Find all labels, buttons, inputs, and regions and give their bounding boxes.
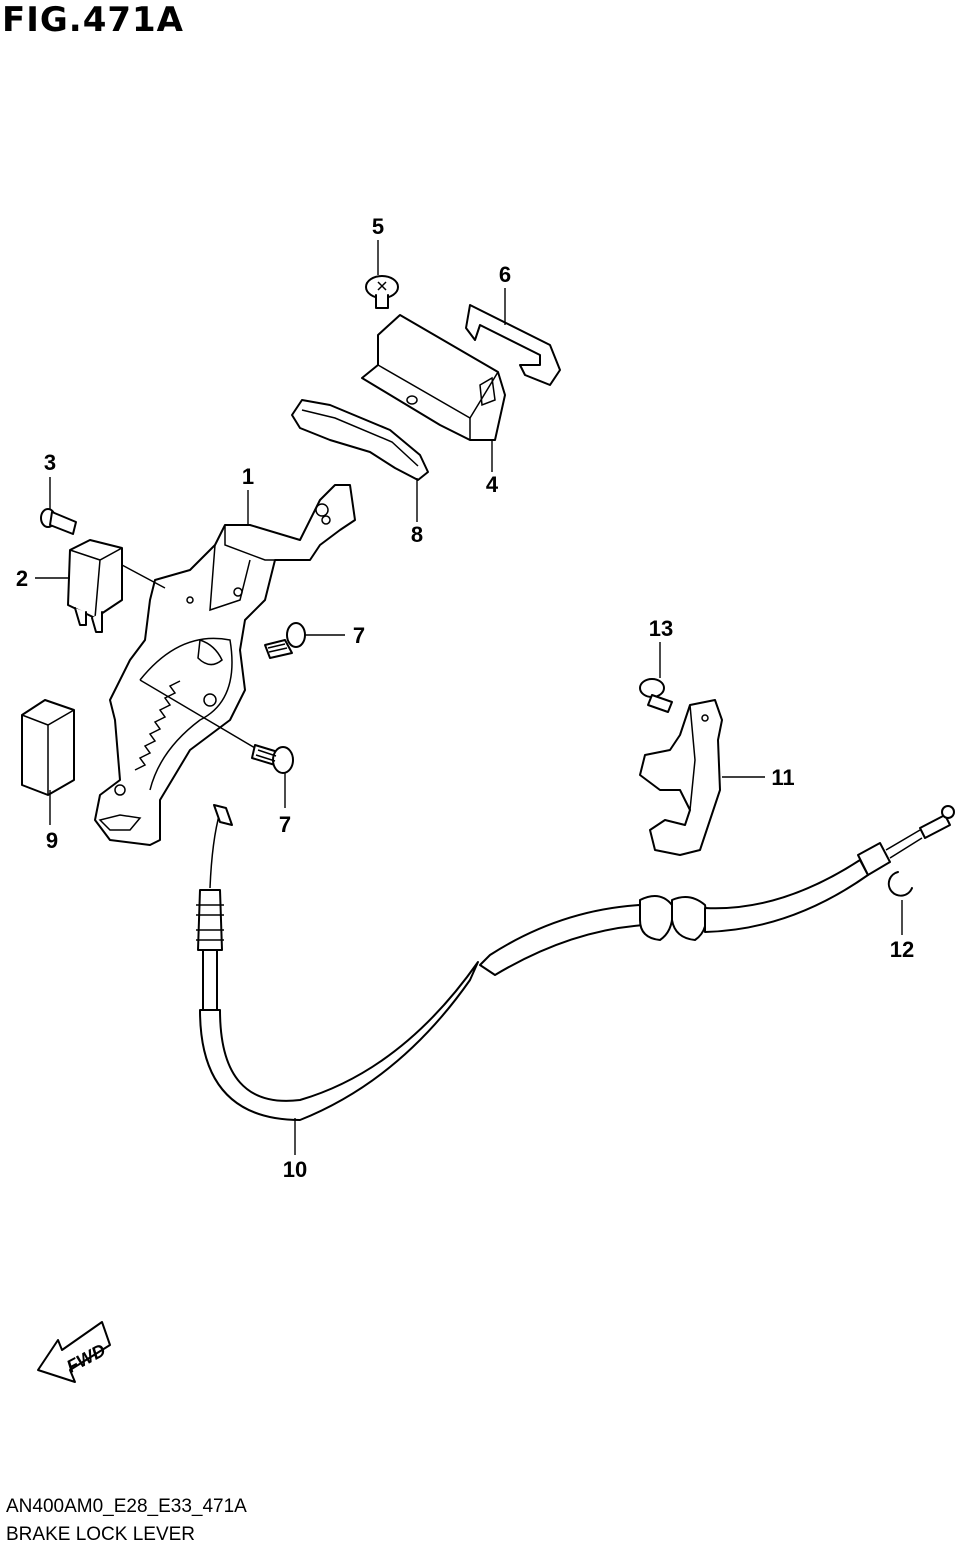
part-7-bolt-lower[interactable]: [251, 744, 294, 774]
part-7-bolt-upper[interactable]: [264, 622, 306, 659]
part-12-e-clip[interactable]: [887, 871, 913, 897]
part-11-bracket[interactable]: [639, 699, 723, 856]
figure-name: BRAKE LOCK LEVER: [6, 1524, 196, 1545]
callout-7-upper: 7: [353, 623, 365, 648]
part-10-cable[interactable]: [196, 804, 955, 1121]
callout-4: 4: [486, 472, 499, 497]
callout-3: 3: [44, 450, 56, 475]
callout-12: 12: [890, 937, 914, 962]
callout-7-lower: 7: [279, 812, 291, 837]
part-2-switch[interactable]: [67, 539, 123, 633]
callouts: 5 6 4 8 3 2 1 7 7 9 10 11 12 13: [16, 214, 914, 1182]
figure-title: FIG.471A: [2, 0, 184, 40]
part-9-pad[interactable]: [21, 699, 75, 796]
leader-lines: [35, 240, 903, 1155]
callout-6: 6: [499, 262, 511, 287]
part-6-clip[interactable]: [465, 304, 561, 386]
part-4-cover[interactable]: [361, 314, 506, 441]
callout-1: 1: [242, 464, 254, 489]
callout-9: 9: [46, 828, 58, 853]
part-3-screw[interactable]: [40, 508, 77, 535]
part-1-lever-assembly[interactable]: [94, 484, 356, 846]
callout-13: 13: [649, 616, 673, 641]
callout-5: 5: [372, 214, 384, 239]
callout-10: 10: [283, 1157, 307, 1182]
callout-8: 8: [411, 522, 423, 547]
figure-code: AN400AM0_E28_E33_471A: [6, 1496, 247, 1517]
part-5-screw[interactable]: [365, 275, 399, 309]
part-8-gasket[interactable]: [291, 399, 429, 481]
fwd-arrow-icon: FWD: [37, 1321, 111, 1383]
part-13-bolt[interactable]: [639, 678, 673, 713]
callout-11: 11: [771, 765, 794, 790]
callout-2: 2: [16, 566, 28, 591]
